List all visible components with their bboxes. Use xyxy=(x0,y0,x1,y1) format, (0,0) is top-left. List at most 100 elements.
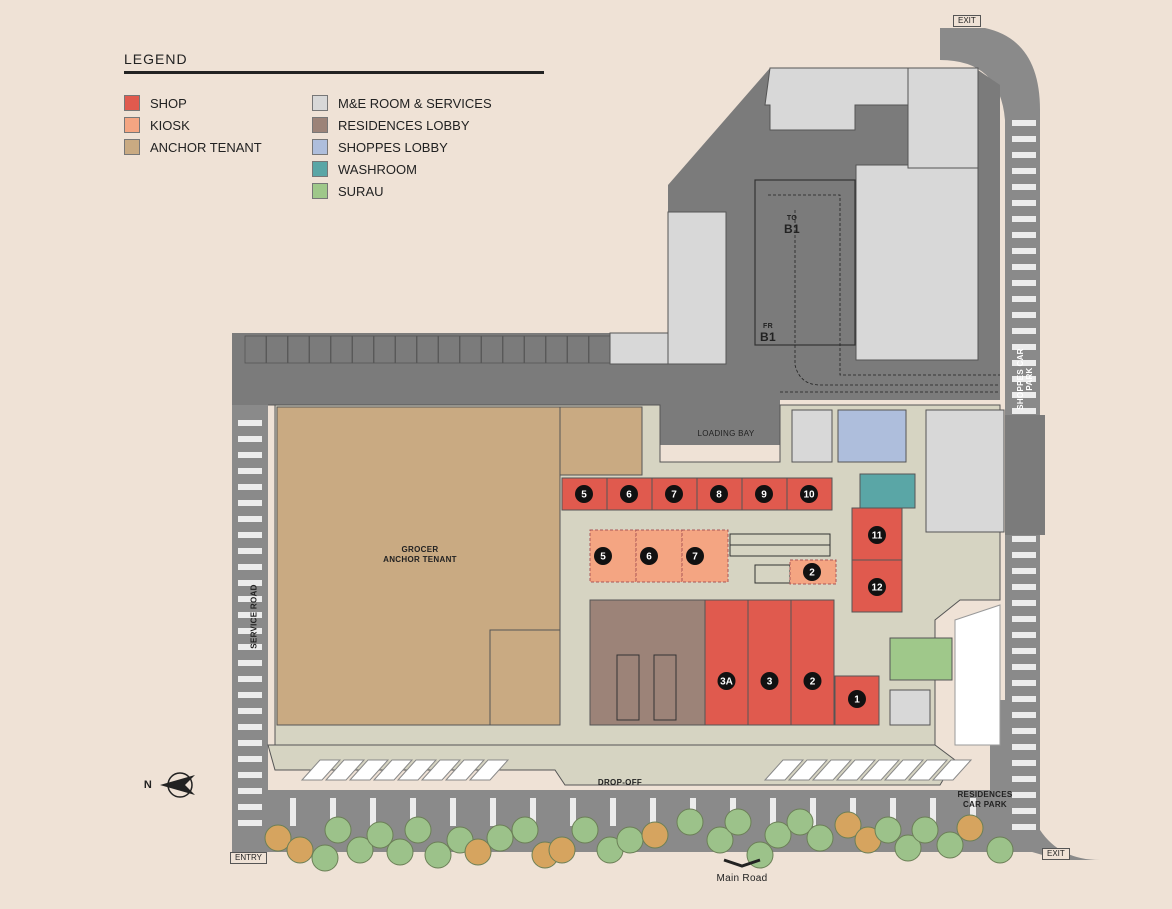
road-stripe xyxy=(330,798,336,826)
drop-off-bay xyxy=(420,759,462,781)
legend-item: WASHROOM xyxy=(312,161,417,177)
parking-bay xyxy=(309,335,331,364)
legend-swatch xyxy=(312,139,328,155)
north-label: N xyxy=(143,779,153,791)
tree-icon xyxy=(724,808,752,836)
road-stripe xyxy=(238,708,262,714)
parking-bay xyxy=(524,335,546,364)
road-stripe xyxy=(1012,392,1036,398)
legend-item: ANCHOR TENANT xyxy=(124,139,262,155)
road-stripe xyxy=(238,516,262,522)
legend-item: M&E ROOM & SERVICES xyxy=(312,95,492,111)
road-stripe xyxy=(238,500,262,506)
unit-number-badge xyxy=(800,485,818,503)
unit-number-badge xyxy=(665,485,683,503)
exit-tag-top: EXIT xyxy=(953,15,981,27)
drop-off-bay xyxy=(300,759,342,781)
road-stripe xyxy=(1012,776,1036,782)
shop-unit xyxy=(790,599,835,726)
tree-icon xyxy=(834,811,862,839)
ramp-from-level: B1 xyxy=(760,330,776,344)
parking-bay xyxy=(459,335,482,364)
parking-bay xyxy=(567,335,589,364)
road-stripe xyxy=(238,804,262,810)
tree-icon xyxy=(936,831,964,859)
parking-bay xyxy=(395,335,417,364)
road-stripe xyxy=(810,798,816,826)
drop-off-bay xyxy=(324,759,366,781)
road-stripe xyxy=(1012,376,1036,382)
main-road-chevron-icon xyxy=(723,858,761,868)
tree-icon xyxy=(311,844,339,872)
exit-tag-bottom: EXIT xyxy=(1042,848,1070,860)
road-stripe xyxy=(1012,584,1036,590)
road-stripe xyxy=(238,420,262,426)
residences-car-park-label-2: CAR PARK xyxy=(962,800,1008,809)
road-stripe xyxy=(1012,312,1036,318)
road-stripe xyxy=(238,724,262,730)
tree-icon xyxy=(874,816,902,844)
legend-swatch xyxy=(312,95,328,111)
road-stripe xyxy=(370,798,376,826)
tree-icon xyxy=(424,841,452,869)
road-stripe xyxy=(410,798,416,826)
ramp xyxy=(754,179,1000,393)
road-stripe xyxy=(238,644,262,650)
drop-off-bay xyxy=(348,759,390,781)
north-parking-bays xyxy=(244,335,611,364)
road-stripe xyxy=(238,692,262,698)
tree-icon xyxy=(706,826,734,854)
legend-divider xyxy=(124,71,544,74)
road-stripe xyxy=(1012,808,1036,814)
legend-item: SHOPPES LOBBY xyxy=(312,139,448,155)
road-stripe xyxy=(238,820,262,826)
legend-label: SHOPPES LOBBY xyxy=(338,139,448,155)
anchor-label-2: ANCHOR TENANT xyxy=(383,555,457,564)
road-stripe xyxy=(1012,600,1036,606)
unit-number-badge xyxy=(594,547,612,565)
road-stripe xyxy=(770,798,776,826)
unit-number-badge xyxy=(760,672,779,690)
road-stripe xyxy=(1012,552,1036,558)
legend-item: RESIDENCES LOBBY xyxy=(312,117,470,133)
shop-unit xyxy=(704,599,749,726)
tree-icon xyxy=(571,816,599,844)
unit-number-badge xyxy=(803,563,821,581)
parking-bay xyxy=(481,335,503,364)
road-stripe xyxy=(1012,120,1036,126)
unit-number: 5 xyxy=(600,552,606,563)
tree-icon xyxy=(806,824,834,852)
legend-item: SURAU xyxy=(312,183,384,199)
legend-label: SHOP xyxy=(150,95,187,111)
road-stripe xyxy=(1012,536,1036,542)
road-stripe xyxy=(1012,824,1036,830)
road-stripe xyxy=(1012,296,1036,302)
road-stripe xyxy=(1012,168,1036,174)
road-stripe xyxy=(238,788,262,794)
road-stripe xyxy=(1012,680,1036,686)
tree-icon xyxy=(346,836,374,864)
north-arrow-icon xyxy=(160,772,195,798)
services-blocks xyxy=(609,67,979,365)
drop-off-bay xyxy=(763,759,805,781)
unit-number: 8 xyxy=(716,490,722,501)
unit-number: 11 xyxy=(872,531,883,542)
tree-icon xyxy=(616,826,644,854)
tree-icon xyxy=(366,821,394,849)
road-stripe xyxy=(238,596,262,602)
tree-icon xyxy=(286,836,314,864)
parking-bay xyxy=(416,335,439,364)
tree-icon xyxy=(324,816,352,844)
unit-number: 3 xyxy=(767,677,773,688)
road-stripe xyxy=(238,740,262,746)
legend-swatch xyxy=(312,161,328,177)
road-stripe xyxy=(930,798,936,826)
unit-number-badge xyxy=(717,672,736,690)
road-stripe xyxy=(1012,216,1036,222)
unit-number-badge xyxy=(620,485,638,503)
unit-number: 7 xyxy=(692,552,698,563)
